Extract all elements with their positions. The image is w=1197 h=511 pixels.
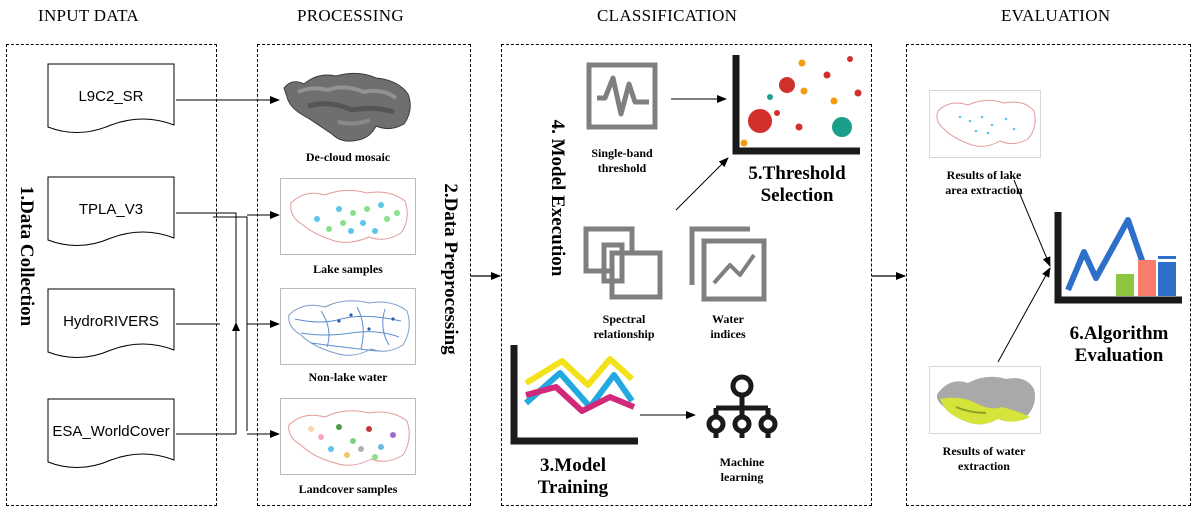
label-line: Evaluation	[1074, 345, 1164, 366]
document-icon	[47, 398, 175, 469]
label-line: Results of water	[942, 444, 1026, 458]
classification-panel	[501, 44, 872, 506]
label-spectral-relationship: Spectral relationship	[576, 312, 672, 342]
thumb-lake-area-result	[929, 90, 1041, 158]
doc-label: HydroRIVERS	[63, 313, 159, 330]
water-indices-icon	[689, 226, 767, 302]
line-chart-icon	[510, 345, 638, 445]
label-line: extraction	[958, 459, 1010, 473]
stage-model-execution: 4. Model Execution	[547, 119, 568, 277]
nonlake-water-map-image	[288, 300, 410, 356]
label-line: area extraction	[945, 183, 1023, 197]
label-water-indices: Water indices	[680, 312, 776, 342]
label-line: relationship	[593, 327, 655, 341]
stage-data-collection: 1.Data Collection	[16, 185, 37, 327]
doc-hydrorivers: HydroRIVERS	[47, 288, 175, 366]
document-icon	[47, 288, 175, 359]
label-line: Single-band	[591, 146, 653, 160]
thumb-decloud-mosaic	[278, 66, 418, 146]
label-single-band-threshold: Single-band threshold	[575, 146, 669, 176]
caption-decloud-mosaic: De-cloud mosaic	[305, 150, 391, 164]
mosaic-map-image	[283, 72, 411, 142]
label-line: Results of lake	[946, 168, 1022, 182]
label-algorithm-evaluation: 6.Algorithm Evaluation	[1054, 323, 1184, 367]
label-line: Water	[712, 312, 744, 326]
label-lake-area-extraction: Results of lake area extraction	[924, 168, 1044, 198]
label-line: learning	[720, 470, 764, 484]
waveform-icon	[586, 62, 658, 130]
doc-esa-worldcover: ESA_WorldCover	[47, 398, 175, 476]
thumb-landcover-samples	[280, 398, 416, 475]
label-line: threshold	[597, 161, 647, 175]
caption-nonlake-water: Non-lake water	[308, 370, 388, 384]
lake-samples-map-image	[290, 189, 408, 243]
lake-area-map-image	[936, 99, 1036, 147]
doc-l9c2-sr: L9C2_SR	[47, 63, 175, 141]
document-icon	[47, 63, 175, 134]
header-classification: CLASSIFICATION	[597, 6, 738, 25]
thumb-water-extraction-result	[929, 366, 1041, 434]
doc-label: L9C2_SR	[78, 88, 144, 105]
label-threshold-selection: 5.Threshold Selection	[732, 163, 862, 207]
doc-label: ESA_WorldCover	[52, 423, 170, 440]
label-machine-learning: Machine learning	[692, 455, 792, 485]
label-water-extraction: Results of water extraction	[924, 444, 1044, 474]
water-extraction-map-image	[936, 376, 1035, 425]
label-line: 3.Model	[540, 455, 606, 476]
processing-panel	[257, 44, 471, 506]
label-line: indices	[710, 327, 746, 341]
thumb-lake-samples	[280, 178, 416, 255]
label-line: Spectral	[602, 312, 646, 326]
landcover-samples-map-image	[288, 410, 410, 466]
machine-learning-icon	[706, 374, 778, 438]
label-line: Machine	[719, 455, 765, 469]
spectral-relationship-icon	[583, 226, 663, 300]
caption-landcover-samples: Landcover samples	[298, 482, 398, 496]
header-evaluation: EVALUATION	[1001, 6, 1111, 25]
label-line: 5.Threshold	[748, 163, 846, 184]
evaluation-chart-icon	[1054, 212, 1182, 304]
header-input-data: INPUT DATA	[38, 6, 139, 25]
label-model-training: 3.Model Training	[518, 455, 628, 499]
evaluation-panel	[906, 44, 1191, 506]
doc-label: TPLA_V3	[78, 201, 144, 218]
header-processing: PROCESSING	[297, 6, 404, 25]
label-line: Selection	[760, 185, 834, 206]
label-line: 6.Algorithm	[1069, 323, 1169, 344]
bus-line-right	[213, 216, 248, 431]
caption-lake-samples: Lake samples	[313, 262, 383, 276]
doc-tpla-v3: TPLA_V3	[47, 176, 175, 254]
thumb-nonlake-water	[280, 288, 416, 365]
label-line: Training	[537, 477, 609, 498]
document-icon	[47, 176, 175, 247]
stage-data-preprocessing: 2.Data Preprocessing	[440, 183, 461, 355]
bubble-chart-icon	[732, 55, 862, 155]
junction-arrow-icon	[232, 322, 240, 331]
